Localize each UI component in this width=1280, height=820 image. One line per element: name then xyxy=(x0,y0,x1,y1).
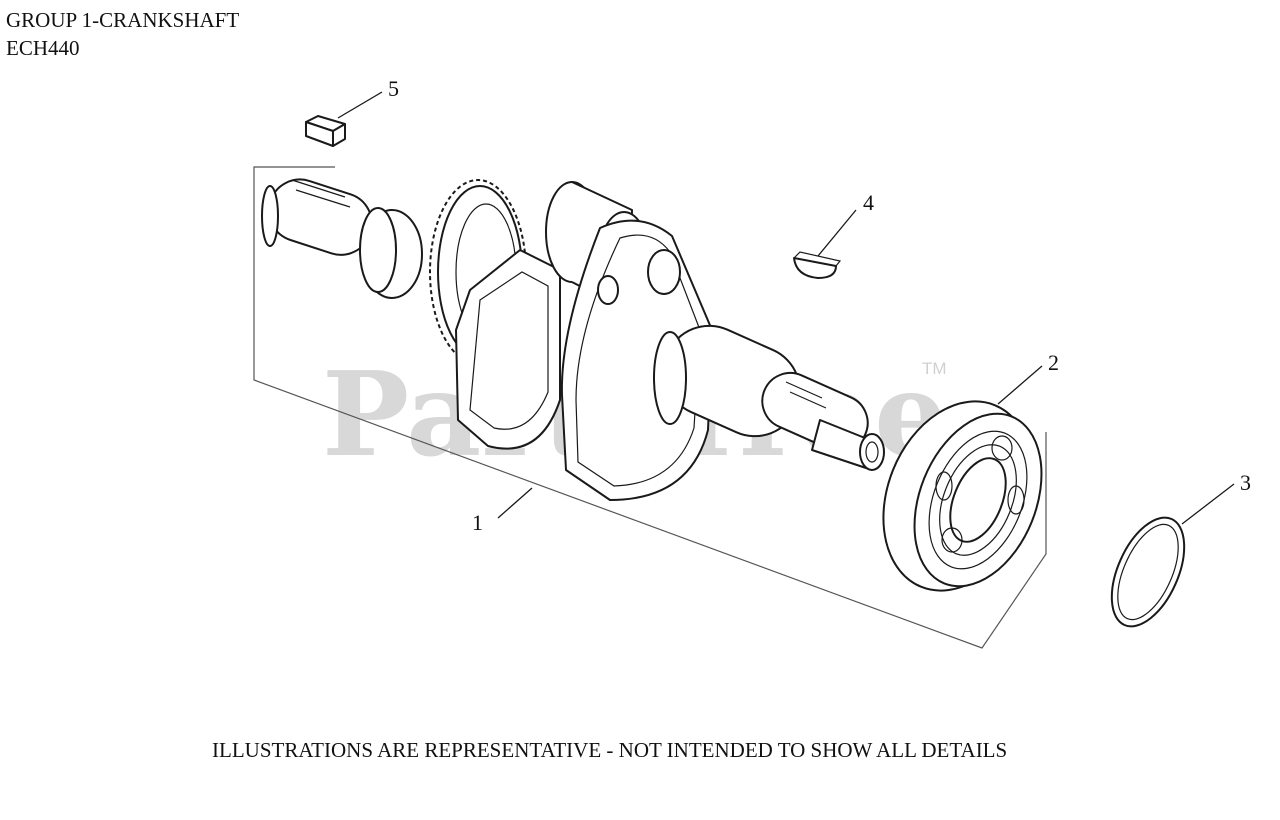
callout-3: 3 xyxy=(1240,470,1251,495)
woodruff-key-part xyxy=(793,251,842,279)
model-number: ECH440 xyxy=(6,36,80,60)
leader-line-2 xyxy=(997,365,1043,405)
callout-labels: 5 4 2 3 1 xyxy=(388,76,1251,535)
square-key-part xyxy=(305,115,346,147)
leader-line-4 xyxy=(817,209,857,257)
callout-leaders xyxy=(337,91,1235,525)
watermark-trademark: TM xyxy=(922,359,947,378)
group-title: GROUP 1-CRANKSHAFT xyxy=(6,8,240,32)
leader-line-1 xyxy=(497,487,533,519)
assembly-frame xyxy=(253,166,1047,649)
callout-5: 5 xyxy=(388,76,399,101)
retaining-ring-part xyxy=(1110,516,1186,628)
callout-1: 1 xyxy=(472,510,483,535)
leader-line-5 xyxy=(337,91,383,119)
leader-line-3 xyxy=(1181,483,1235,525)
callout-4: 4 xyxy=(863,190,874,215)
crankshaft-part xyxy=(261,178,885,501)
ball-bearing-part xyxy=(882,400,1043,592)
disclaimer-note: ILLUSTRATIONS ARE REPRESENTATIVE - NOT I… xyxy=(212,738,1008,762)
page-header: GROUP 1-CRANKSHAFT ECH440 xyxy=(6,6,239,62)
callout-2: 2 xyxy=(1048,350,1059,375)
